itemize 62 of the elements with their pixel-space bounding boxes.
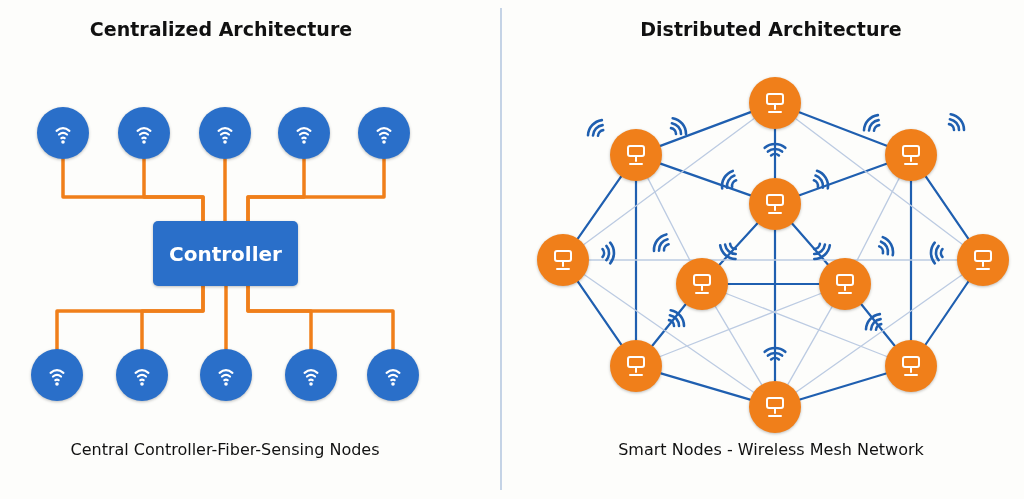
connector-line: [659, 162, 752, 197]
connector-line: [798, 162, 888, 197]
sensor-node: [610, 340, 662, 392]
sensor-node: [610, 129, 662, 181]
connector-line: [795, 118, 963, 245]
sensor-node: [358, 107, 410, 159]
sensor-node: [749, 178, 801, 230]
connector-line: [659, 111, 752, 147]
controller-box: Controller: [153, 221, 298, 286]
connector-line: [860, 303, 896, 347]
sensor-node: [537, 234, 589, 286]
connector-line: [856, 177, 900, 262]
connector-line: [659, 292, 822, 358]
sensor-node: [749, 77, 801, 129]
connector-line: [791, 222, 829, 266]
connector-line: [224, 284, 228, 351]
sensor-node: [200, 349, 252, 401]
connector-line: [798, 372, 888, 401]
connector-line: [583, 117, 755, 246]
panel-heading: Distributed Architecture: [640, 18, 902, 40]
caption: Central Controller-Fiber-Sensing Nodes: [70, 440, 380, 459]
connector-line: [140, 284, 205, 351]
sensor-node: [957, 234, 1009, 286]
connector-line: [223, 157, 227, 223]
connector-line: [588, 259, 958, 261]
sensor-node: [367, 349, 419, 401]
connector-line: [714, 305, 763, 386]
sensor-node: [819, 258, 871, 310]
connector-line: [787, 305, 833, 386]
connector-line: [634, 179, 638, 342]
connector-line: [246, 157, 386, 223]
connector-line: [924, 175, 970, 240]
connector-line: [576, 280, 623, 346]
connector-line: [773, 228, 777, 383]
connector-line: [798, 111, 888, 147]
connector-line: [651, 303, 687, 347]
sensor-node: [37, 107, 89, 159]
sensor-node: [116, 349, 168, 401]
connector-line: [726, 282, 821, 286]
connector-line: [725, 292, 888, 358]
sensor-node: [31, 349, 83, 401]
connector-line: [659, 372, 752, 401]
sensor-node: [199, 107, 251, 159]
connector-line: [246, 284, 395, 351]
connector-line: [924, 280, 970, 346]
sensor-node: [676, 258, 728, 310]
connector-line: [583, 274, 755, 393]
sensor-node: [285, 349, 337, 401]
sensor-node: [885, 129, 937, 181]
sensor-node: [118, 107, 170, 159]
connector-line: [795, 274, 963, 393]
sensor-node: [749, 381, 801, 433]
connector-line: [773, 127, 777, 180]
connector-line: [718, 222, 759, 266]
caption: Smart Nodes - Wireless Mesh Network: [618, 440, 924, 459]
connector-line: [576, 175, 623, 240]
connector-line: [142, 157, 205, 223]
panel-heading: Centralized Architecture: [89, 18, 353, 40]
sensor-node: [885, 340, 937, 392]
connector-line: [647, 177, 691, 262]
sensor-node: [278, 107, 330, 159]
connector-line: [909, 179, 913, 342]
